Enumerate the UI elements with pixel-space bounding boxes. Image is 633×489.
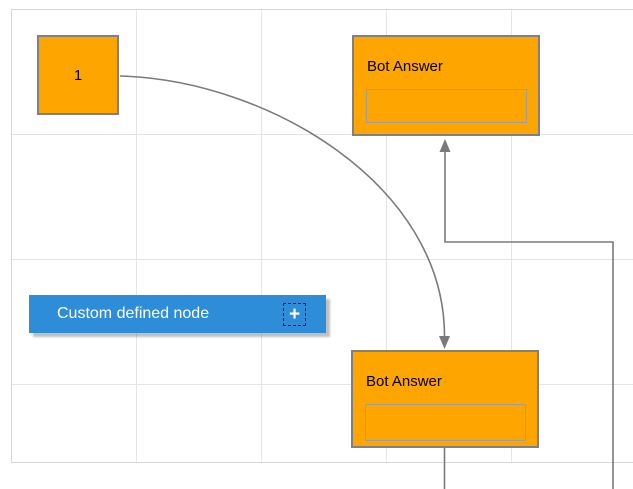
curve-connector[interactable] [119,75,446,337]
arrowhead-up-icon [439,139,451,152]
node-custom-defined[interactable]: Custom defined node + [29,295,326,333]
arrowhead-down-icon [439,336,450,349]
bot-answer-input[interactable] [366,89,527,123]
bot-answer-input[interactable] [365,404,526,441]
node-bot-answer-top[interactable]: Bot Answer [352,35,540,136]
add-node-button[interactable]: + [283,302,306,326]
bot-answer-title: Bot Answer [367,58,443,75]
bot-answer-title: Bot Answer [366,373,442,390]
custom-node-label: Custom defined node [57,305,210,322]
plus-icon: + [288,303,301,325]
elbow-connector[interactable] [444,152,614,489]
node-bot-answer-bottom[interactable]: Bot Answer [351,350,539,448]
node-square-1[interactable]: 1 [37,35,119,115]
